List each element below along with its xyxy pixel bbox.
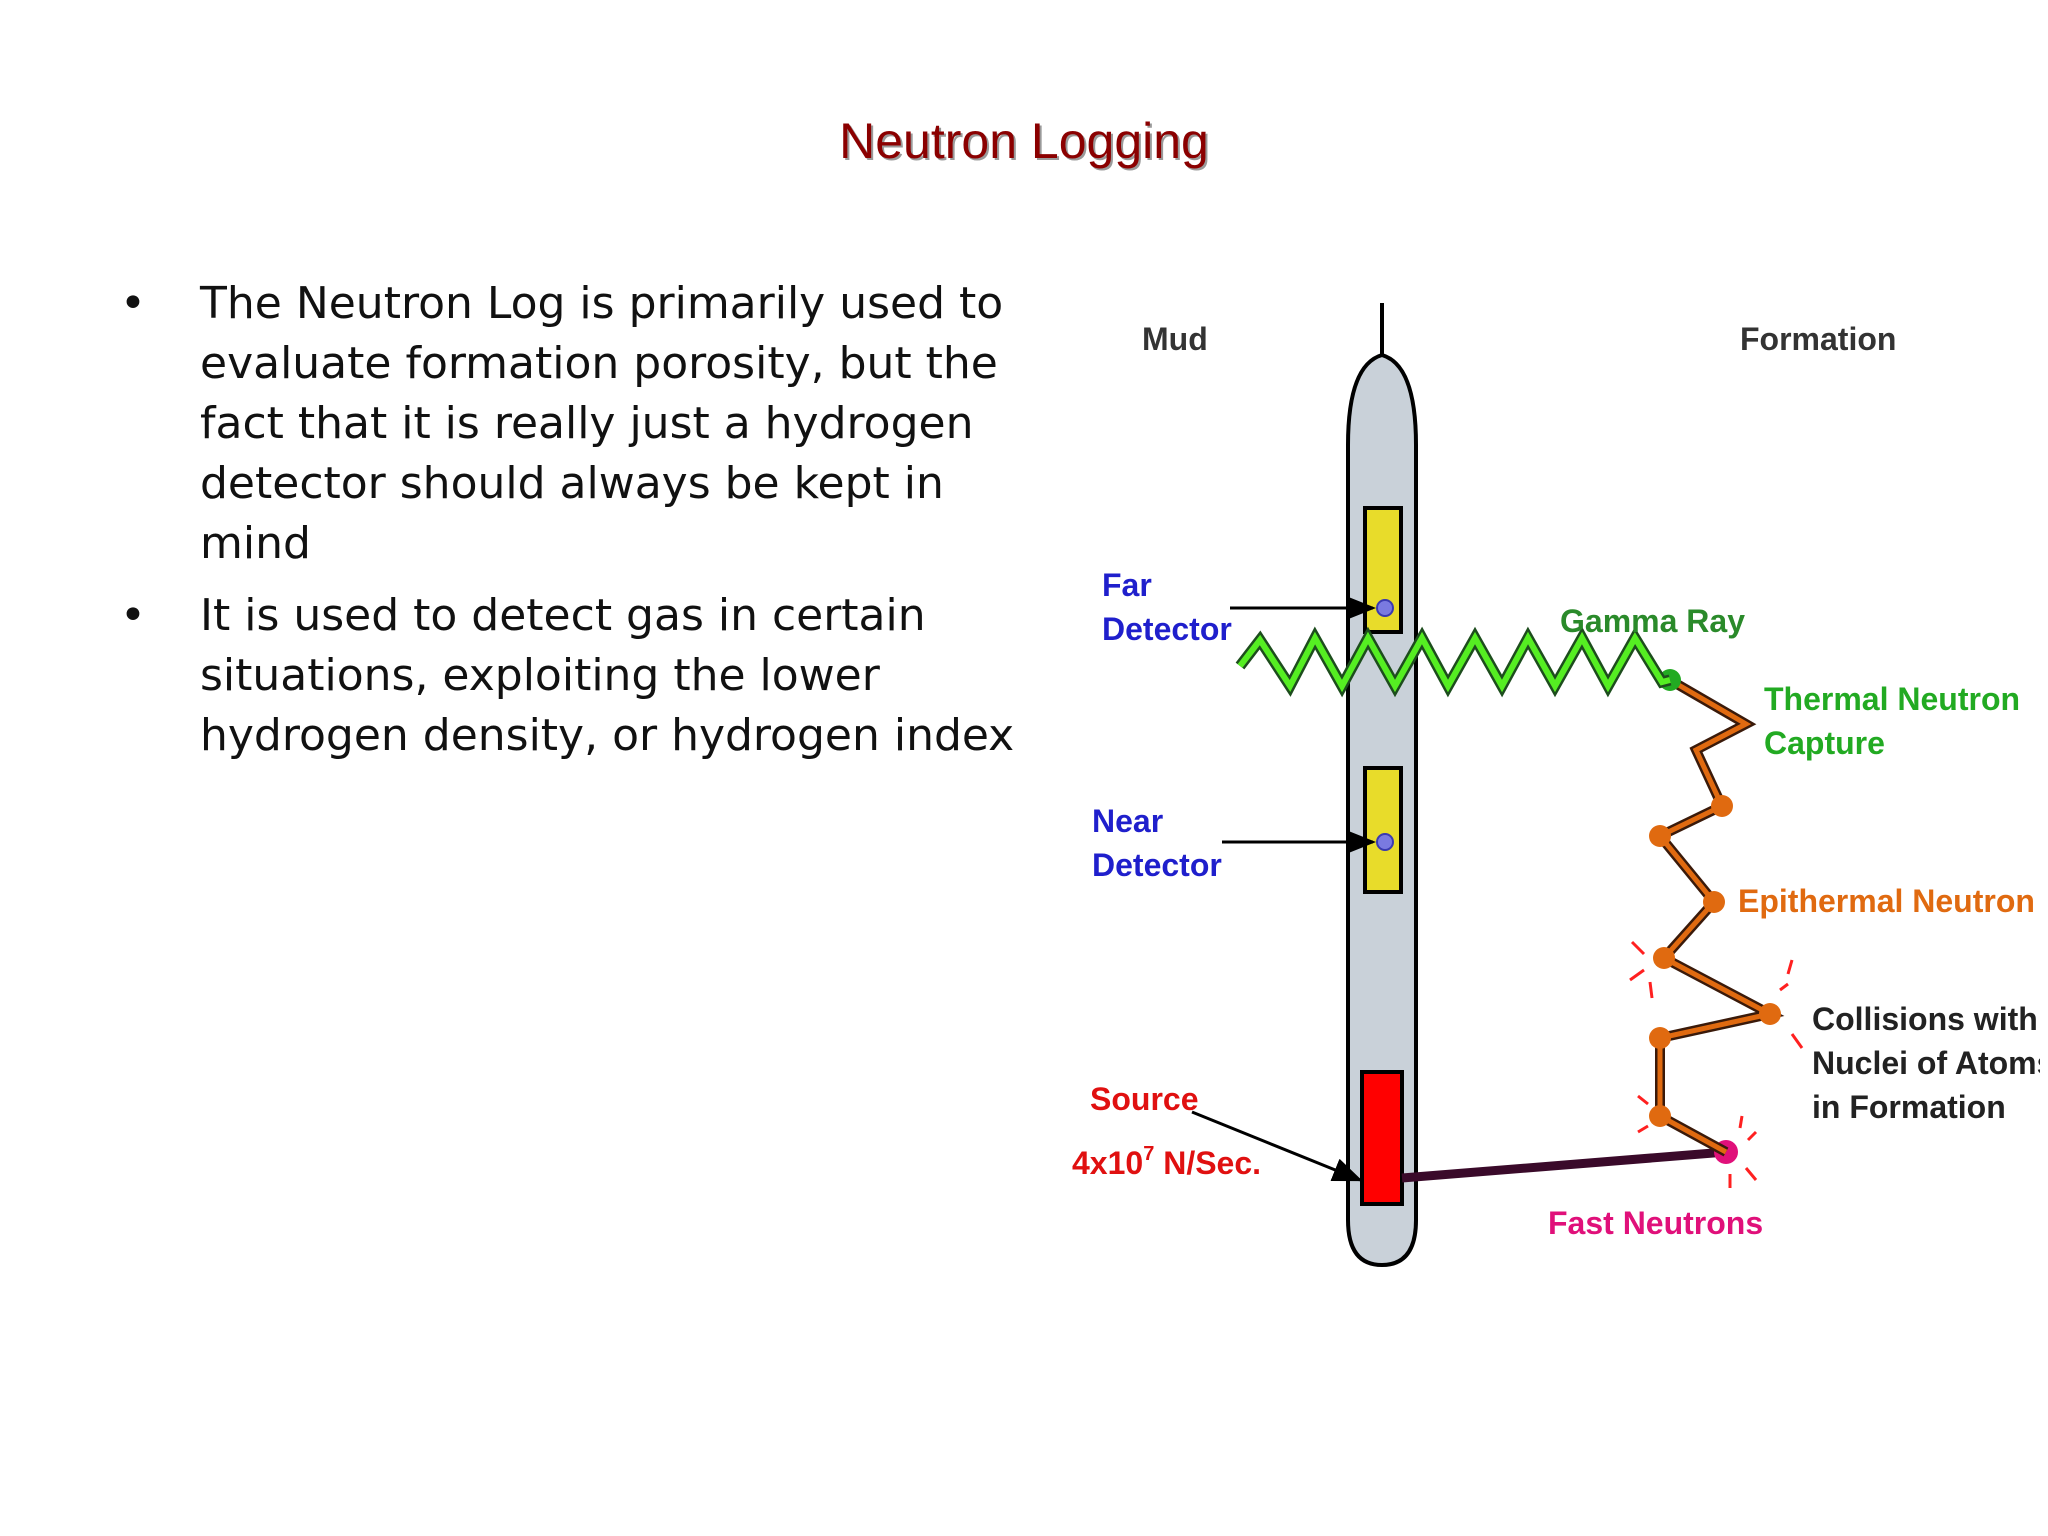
slide-title: Neutron Logging xyxy=(839,113,1209,169)
collision-dot xyxy=(1759,1003,1781,1025)
bullet-text: The Neutron Log is primarily used to eva… xyxy=(200,278,1004,569)
collisions-label-line3: in Formation xyxy=(1812,1089,2006,1125)
source-rate: 4x107 N/Sec. xyxy=(1072,1143,1261,1181)
thermal-capture-label-line2: Capture xyxy=(1764,725,1885,761)
bullet-item: • The Neutron Log is primarily used to e… xyxy=(120,274,1060,574)
collisions-label-line1: Collisions with xyxy=(1812,1001,2038,1037)
collisions-label-line2: Nuclei of Atoms xyxy=(1812,1045,2040,1081)
source-box xyxy=(1360,1070,1404,1206)
collision-dot xyxy=(1711,795,1733,817)
bullet-text: It is used to detect gas in certain situ… xyxy=(200,590,1015,761)
fast-neutrons-label: Fast Neutrons xyxy=(1548,1205,1763,1241)
source-rate-suffix: N/Sec. xyxy=(1154,1145,1261,1181)
near-detector-label-line1: Near xyxy=(1092,803,1163,839)
near-detector-dot xyxy=(1376,833,1394,851)
collision-dot xyxy=(1653,947,1675,969)
formation-label: Formation xyxy=(1740,321,1896,357)
collision-burst-marks xyxy=(1629,940,1804,1188)
bullet-list: • The Neutron Log is primarily used to e… xyxy=(120,274,1060,778)
bullet-marker: • xyxy=(120,590,146,641)
thermal-capture-label-line1: Thermal Neutron xyxy=(1764,681,2020,717)
source-arrow xyxy=(1191,1110,1363,1182)
far-detector-label-line1: Far xyxy=(1102,567,1152,603)
collision-dot xyxy=(1649,1105,1671,1127)
far-detector-label-line2: Detector xyxy=(1102,611,1232,647)
collision-dot xyxy=(1649,1027,1671,1049)
epithermal-label: Epithermal Neutron xyxy=(1738,883,2035,919)
source-rate-exponent: 7 xyxy=(1143,1143,1154,1165)
collision-dot xyxy=(1649,825,1671,847)
gamma-ray-label: Gamma Ray xyxy=(1560,603,1745,639)
source-label: Source xyxy=(1090,1081,1198,1117)
near-detector-box xyxy=(1363,766,1403,894)
near-detector-label-line2: Detector xyxy=(1092,847,1222,883)
source-rate-prefix: 4x10 xyxy=(1072,1145,1143,1181)
bullet-marker: • xyxy=(120,278,146,329)
gamma-ray-wave xyxy=(1237,631,1671,693)
epithermal-dot xyxy=(1703,891,1725,913)
bullet-item: • It is used to detect gas in certain si… xyxy=(120,586,1060,766)
far-detector-dot xyxy=(1376,599,1394,617)
fast-neutron-path xyxy=(1401,1147,1727,1183)
neutron-tool-diagram: Mud Formation Far Detector Near Detector… xyxy=(1072,303,2040,1268)
mud-label: Mud xyxy=(1142,321,1208,357)
